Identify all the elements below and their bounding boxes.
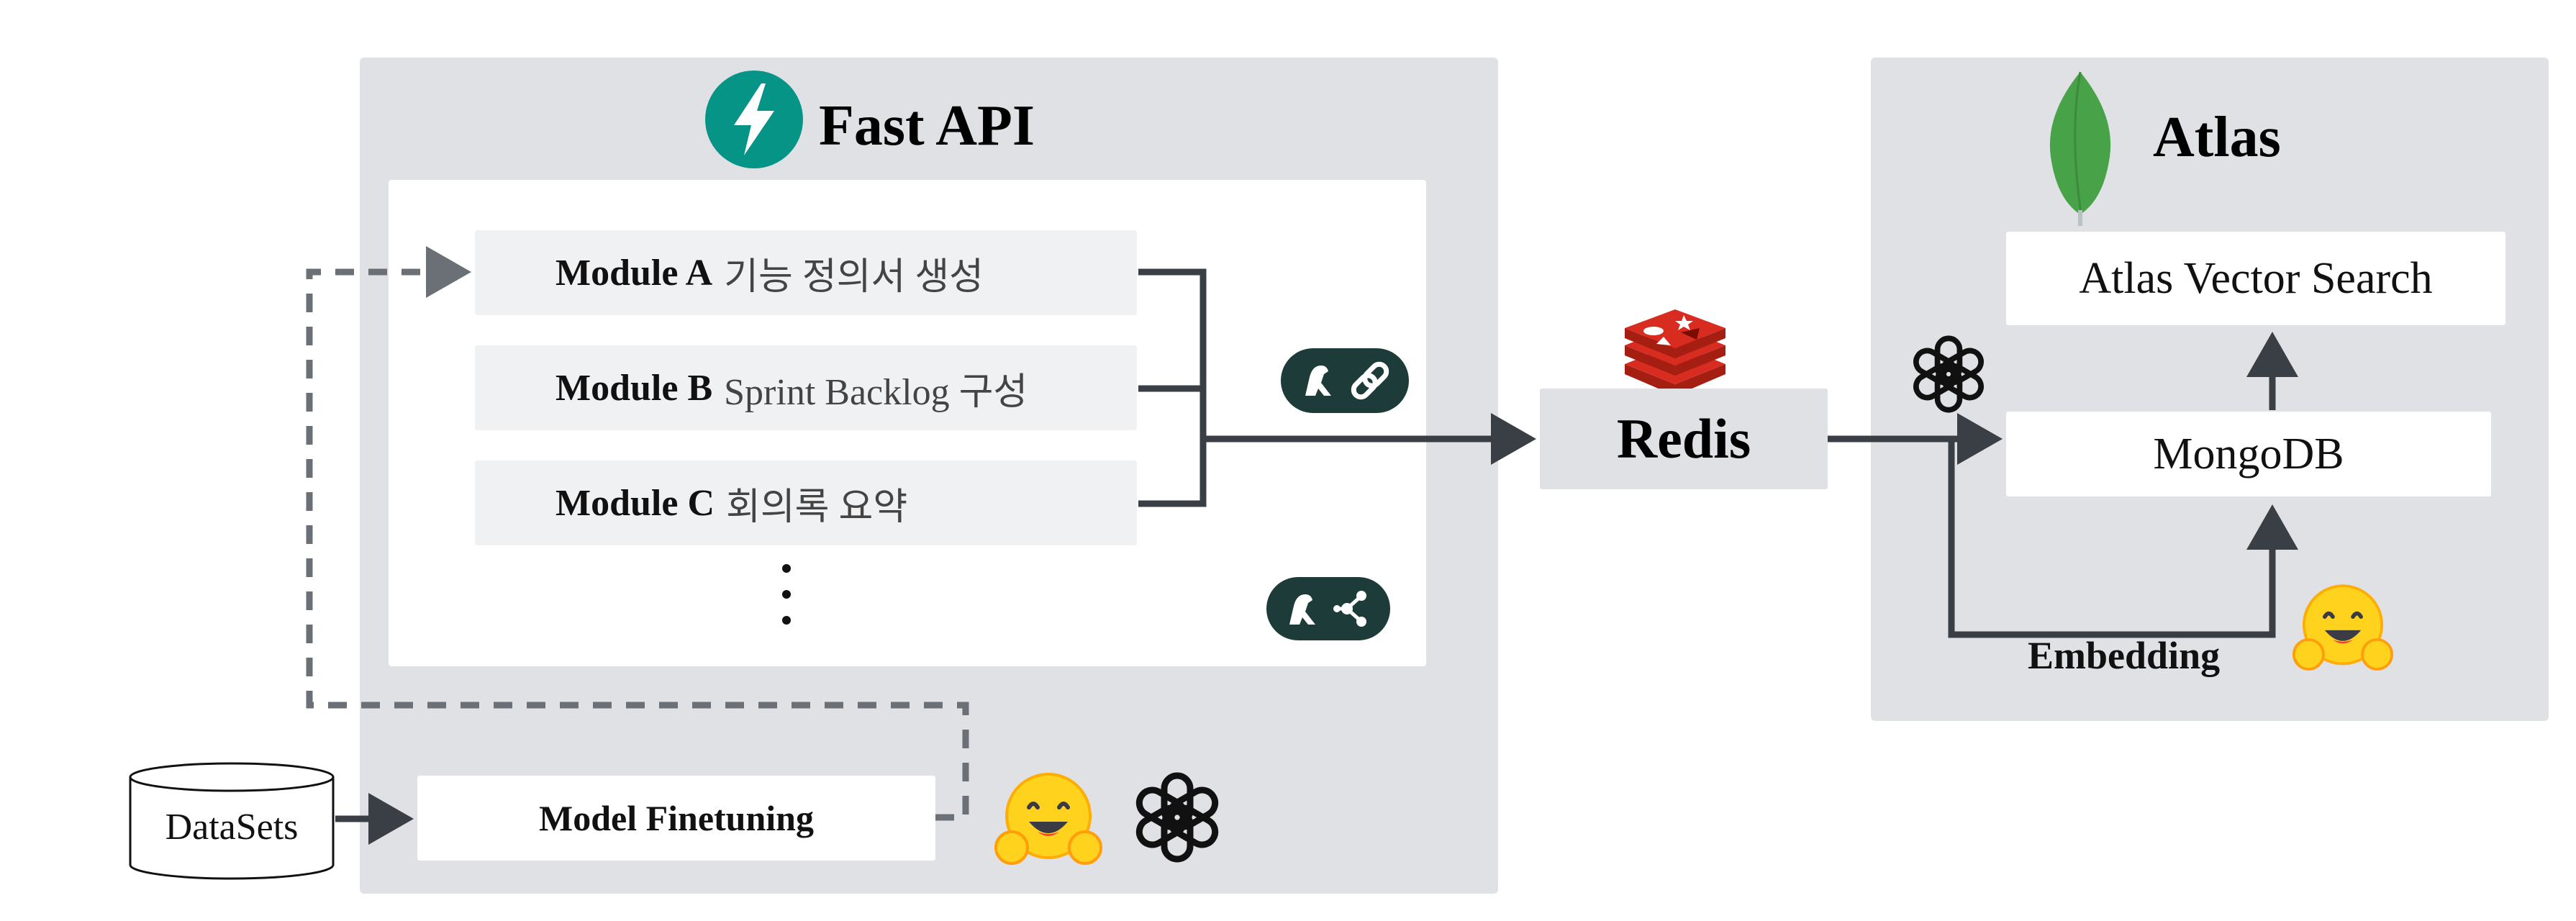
module-b: Module B Sprint Backlog 구성 xyxy=(475,345,1137,430)
database-cylinder-icon xyxy=(129,762,335,880)
datasets-label: DataSets xyxy=(165,807,299,848)
module-a-name: Module A xyxy=(555,252,713,294)
mongodb-leaf-icon xyxy=(2041,69,2120,227)
redis-icon xyxy=(1620,308,1730,401)
module-c-desc: 회의록 요약 xyxy=(726,486,908,528)
model-finetuning-box: Model Finetuning xyxy=(417,776,935,861)
more-modules-ellipsis xyxy=(779,564,794,629)
fastapi-title: Fast API xyxy=(819,94,1035,158)
langchain-icon xyxy=(1281,348,1409,413)
redis-box: Redis xyxy=(1540,389,1828,489)
model-finetuning-label: Model Finetuning xyxy=(539,798,814,838)
fastapi-icon xyxy=(705,71,803,168)
openai-icon-atlas xyxy=(1905,331,1992,417)
langgraph-icon xyxy=(1266,577,1390,640)
module-b-desc: Sprint Backlog 구성 xyxy=(724,371,1028,413)
module-a-desc: 기능 정의서 생성 xyxy=(724,256,984,298)
atlas-title: Atlas xyxy=(2153,106,2281,169)
module-b-name: Module B xyxy=(555,367,713,409)
redis-label: Redis xyxy=(1616,407,1751,470)
module-c: Module C 회의록 요약 xyxy=(475,460,1137,545)
huggingface-icon-atlas xyxy=(2292,581,2393,676)
datasets-cylinder xyxy=(128,761,335,881)
mongodb-label: MongoDB xyxy=(2153,429,2344,478)
openai-icon xyxy=(1127,767,1228,868)
module-a: Module A 기능 정의서 생성 xyxy=(475,230,1137,315)
module-c-name: Module C xyxy=(555,482,715,524)
huggingface-icon xyxy=(994,770,1102,871)
mongodb-box: MongoDB xyxy=(2006,412,2491,496)
embedding-label: Embedding xyxy=(2028,634,2221,677)
atlas-vector-search-box: Atlas Vector Search xyxy=(2006,232,2505,325)
atlas-vector-search-label: Atlas Vector Search xyxy=(2079,253,2433,303)
